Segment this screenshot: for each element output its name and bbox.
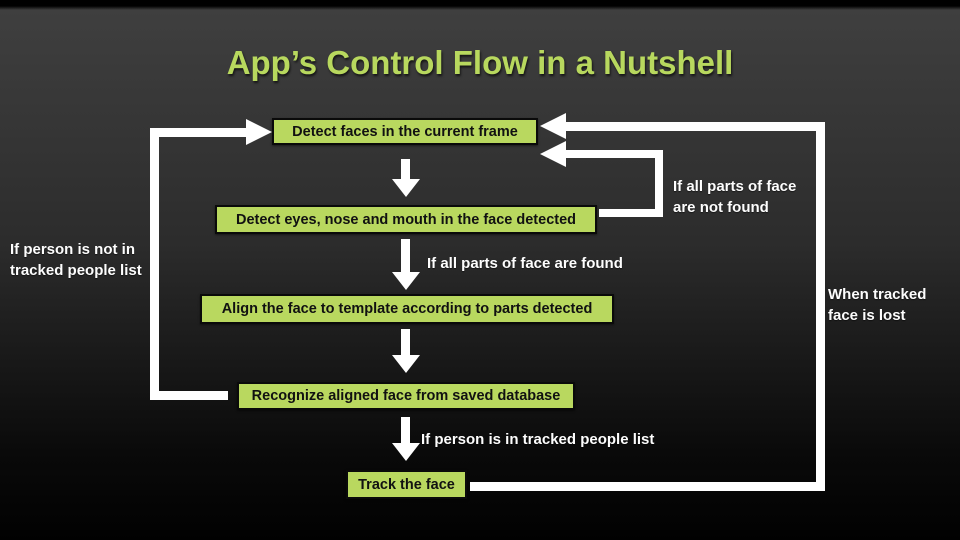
- loop-parts-not-found-arrowhead-icon: [540, 141, 566, 167]
- flow-box-align-face: Align the face to template according to …: [200, 294, 614, 324]
- label-parts-not-found: If all parts of face are not found: [673, 178, 797, 216]
- loop-parts-not-found-vertical-line: [655, 150, 663, 217]
- flow-box-detect-faces: Detect faces in the current frame: [272, 118, 538, 145]
- loop-not-in-list-vertical-line: [150, 128, 159, 400]
- flow-box-recognize-face: Recognize aligned face from saved databa…: [237, 382, 575, 410]
- arrow-down-2-head-icon: [392, 272, 420, 290]
- loop-parts-not-found-bottom-line: [599, 209, 663, 217]
- arrow-down-1-shaft: [401, 159, 410, 180]
- flow-box-track-face: Track the face: [346, 470, 467, 499]
- label-tracked-face-lost: When tracked face is lost: [828, 286, 927, 324]
- loop-face-lost-bottom-line: [470, 482, 825, 491]
- loop-not-in-list-bottom-line: [150, 391, 228, 400]
- label-person-not-in-list: If person is not in tracked people list: [10, 241, 142, 279]
- loop-parts-not-found-top-line: [566, 150, 663, 158]
- flow-box-detect-parts: Detect eyes, nose and mouth in the face …: [215, 205, 597, 234]
- arrow-down-3-head-icon: [392, 355, 420, 373]
- loop-face-lost-top-line: [566, 122, 825, 131]
- label-person-in-list: If person is in tracked people list: [421, 431, 655, 448]
- loop-face-lost-arrowhead-icon: [540, 113, 566, 139]
- loop-not-in-list-arrowhead-icon: [246, 119, 272, 145]
- loop-face-lost-vertical-line: [816, 122, 825, 491]
- arrow-down-2-shaft: [401, 239, 410, 273]
- arrow-down-3-shaft: [401, 329, 410, 356]
- label-parts-found: If all parts of face are found: [427, 255, 623, 272]
- arrow-down-1-head-icon: [392, 179, 420, 197]
- slide-title: App’s Control Flow in a Nutshell: [226, 44, 734, 81]
- arrow-down-4-shaft: [401, 417, 410, 444]
- loop-not-in-list-top-line: [150, 128, 247, 137]
- arrow-down-4-head-icon: [392, 443, 420, 461]
